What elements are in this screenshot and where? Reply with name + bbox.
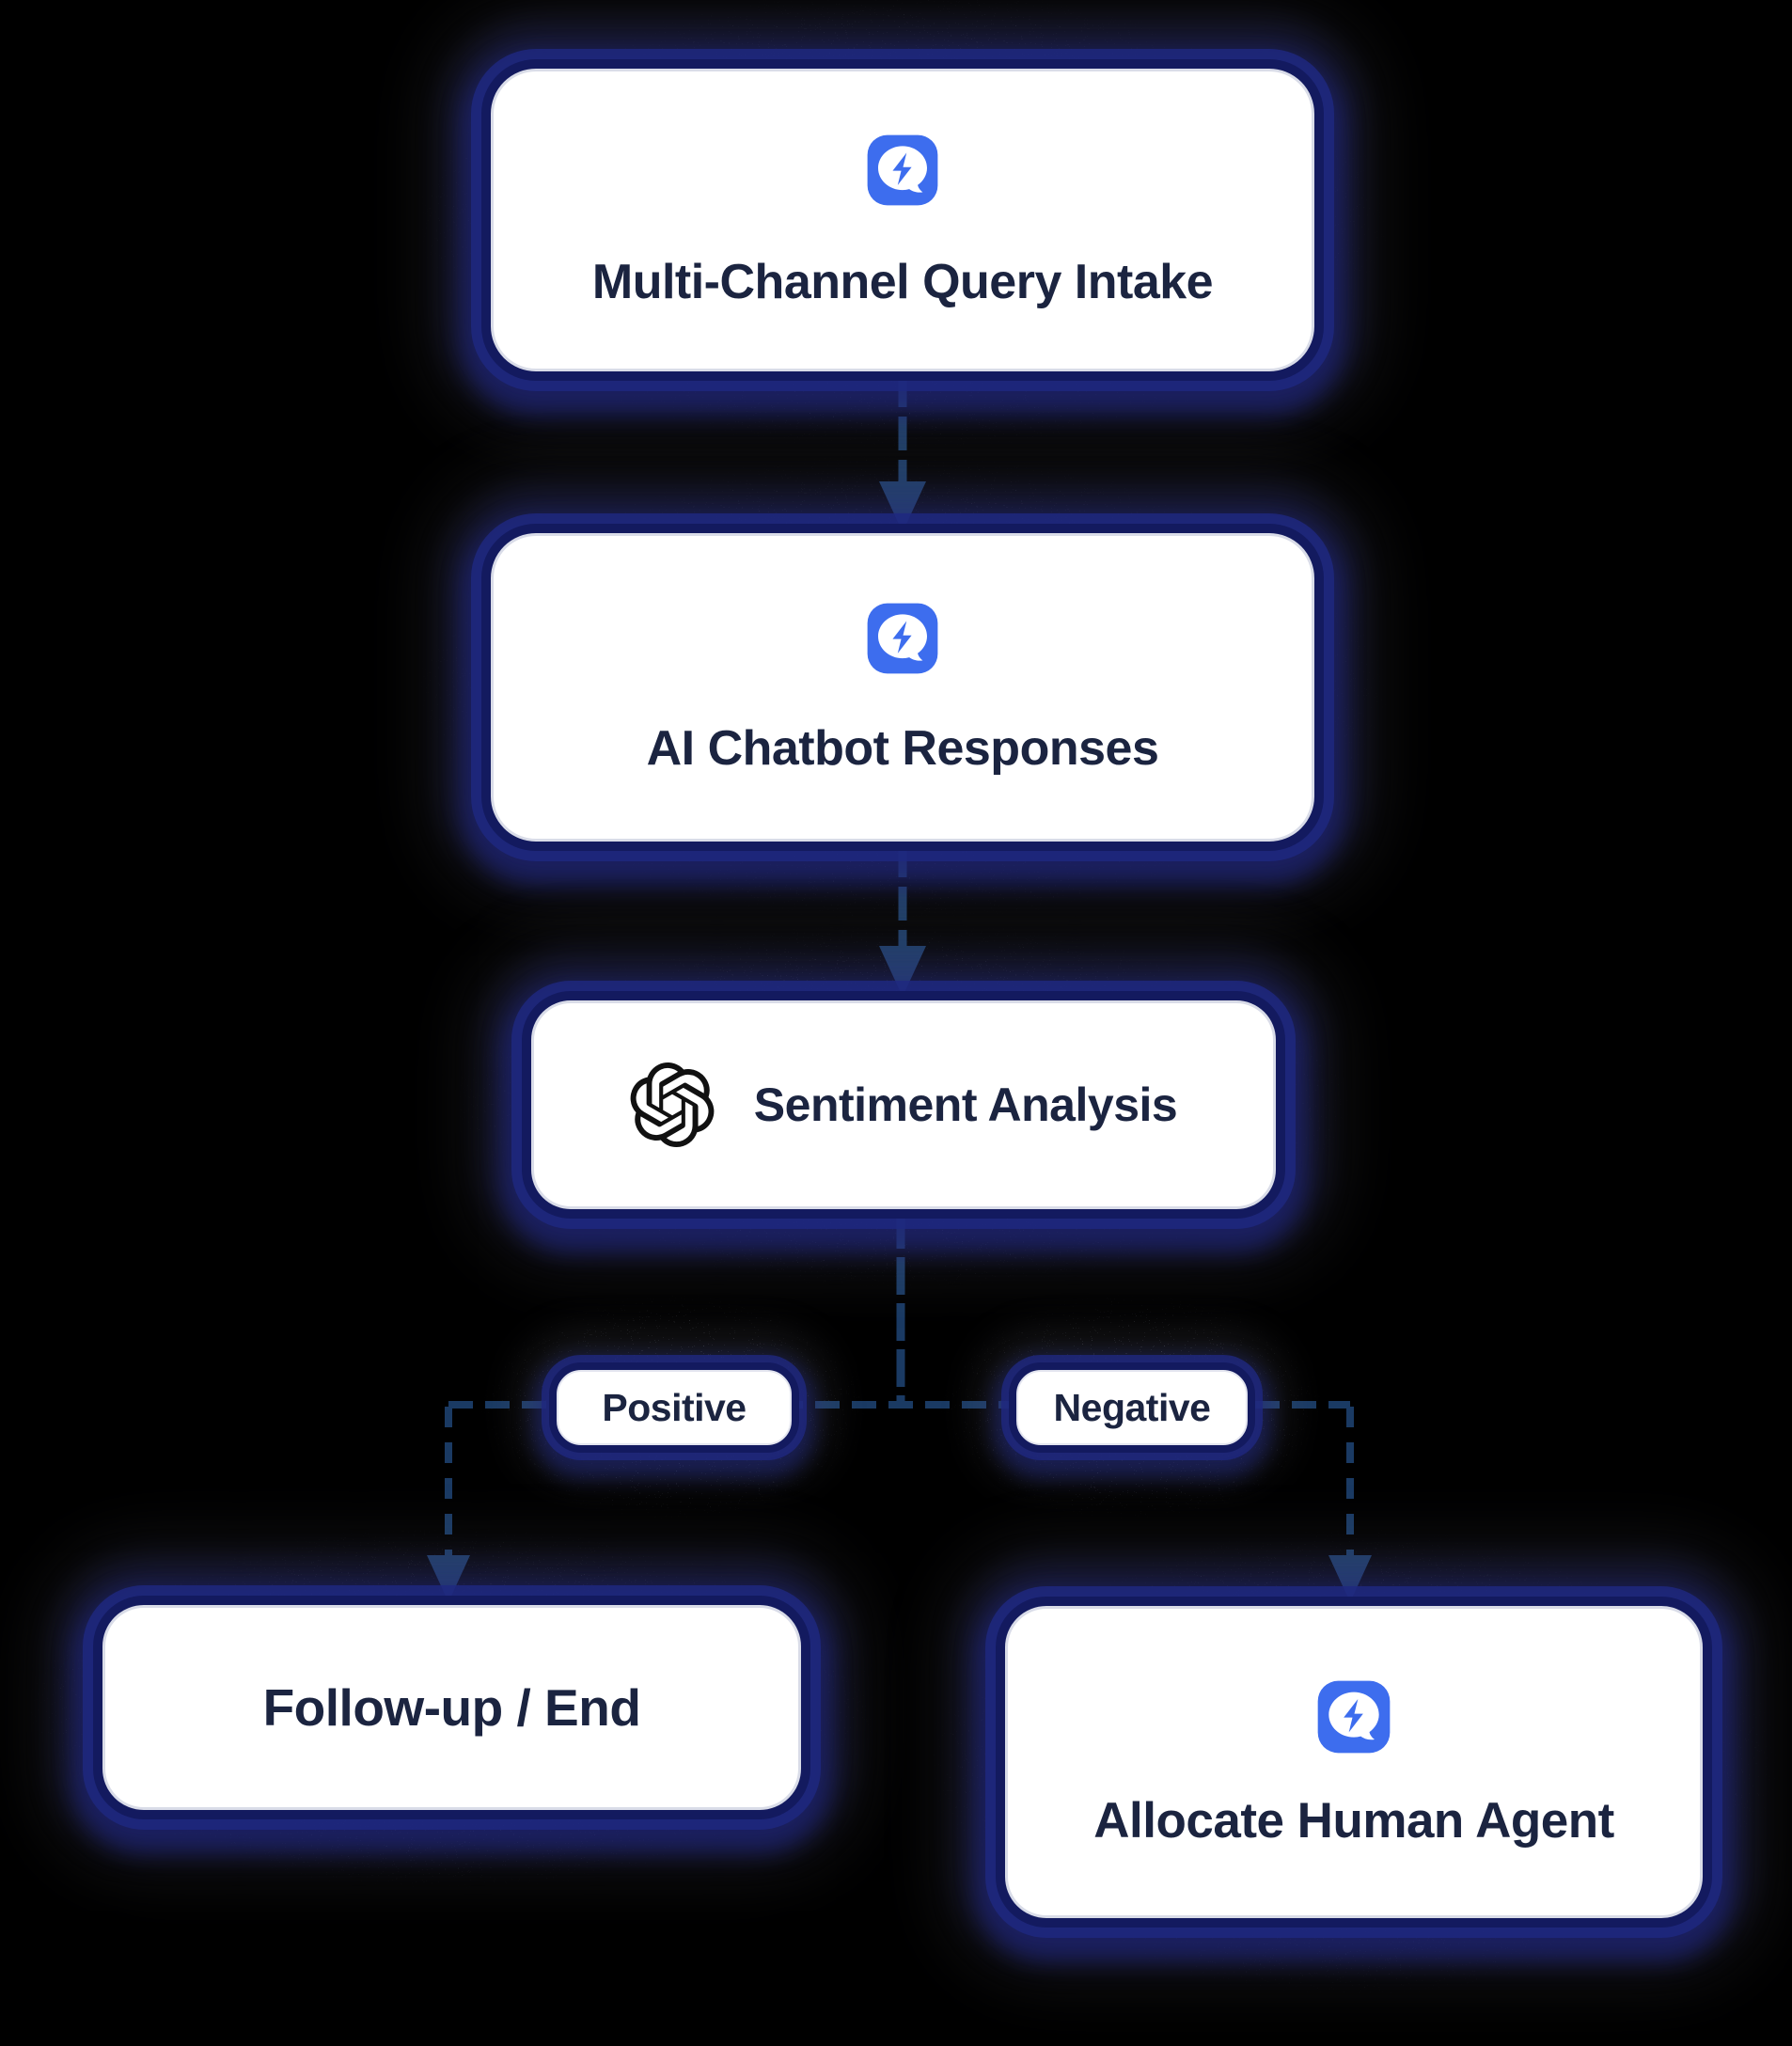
node-label: Sentiment Analysis bbox=[753, 1078, 1178, 1131]
chat-bolt-icon bbox=[866, 602, 939, 675]
branch-label-positive: Positive bbox=[557, 1370, 792, 1445]
node-multi-channel-query-intake: Multi-Channel Query Intake bbox=[491, 69, 1314, 371]
branch-label-text: Positive bbox=[602, 1385, 747, 1429]
arrowhead-to-chatbot bbox=[879, 481, 926, 532]
node-label: Follow-up / End bbox=[262, 1677, 641, 1737]
node-allocate-human-agent: Allocate Human Agent bbox=[1005, 1606, 1703, 1918]
openai-logo bbox=[630, 1062, 715, 1147]
arrowhead-to-allocate bbox=[1328, 1555, 1372, 1602]
chat-bolt-icon bbox=[866, 134, 939, 207]
node-sentiment-analysis: Sentiment Analysis bbox=[531, 1000, 1276, 1209]
node-label: Multi-Channel Query Intake bbox=[591, 255, 1214, 309]
node-ai-chatbot-responses: AI Chatbot Responses bbox=[491, 533, 1314, 842]
arrowhead-to-sentiment bbox=[879, 946, 926, 997]
node-label: Allocate Human Agent bbox=[1093, 1792, 1614, 1849]
arrowhead-to-followup bbox=[427, 1555, 470, 1602]
node-label: AI Chatbot Responses bbox=[646, 721, 1159, 776]
node-follow-up-end: Follow-up / End bbox=[102, 1605, 801, 1810]
branch-label-text: Negative bbox=[1053, 1385, 1211, 1429]
chat-bolt-icon bbox=[1316, 1679, 1391, 1755]
branch-label-negative: Negative bbox=[1016, 1370, 1248, 1445]
